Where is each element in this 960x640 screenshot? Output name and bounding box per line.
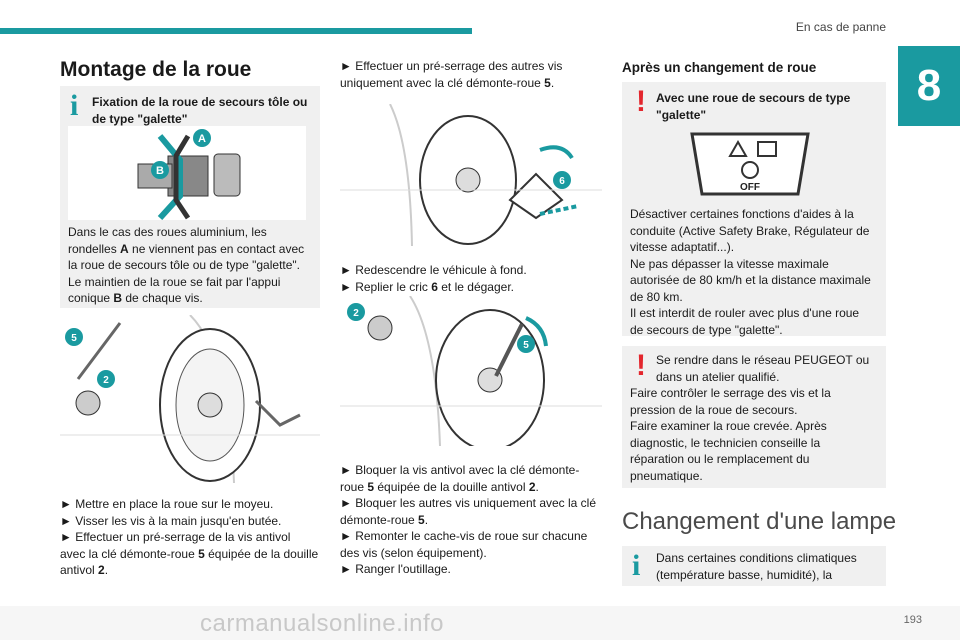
info-box-lampe: i Dans certaines conditions climatiques … [622, 546, 886, 586]
off-label: OFF [740, 182, 760, 193]
watermark-text: carmanualsonline.info [200, 610, 444, 637]
label-b-circle [151, 161, 169, 179]
wheel-mounting-illustration: 5 2 [60, 315, 320, 483]
warning-icon-2: ! [636, 349, 646, 382]
info-box-text: Dans le cas des roues aluminium, les ron… [68, 224, 314, 307]
info-line-2: rondelles A ne viennent pas en contact a… [68, 241, 305, 256]
step-4: avec la clé démonte-roue 5 équipée de la… [60, 546, 319, 561]
warning2-text: Se rendre dans le réseau PEUGEOT ou dans… [630, 353, 870, 483]
chapter-number-tab: 8 [898, 46, 960, 126]
section-title-lampe: Changement d'une lampe [622, 508, 897, 535]
fig-label-6 [553, 171, 571, 189]
col2-end: ► Bloquer la vis antivol avec la clé dém… [340, 463, 597, 576]
jack-lowering-illustration: 6 [340, 104, 602, 246]
step-5: antivol 2. [60, 563, 109, 577]
page-number: 193 [903, 614, 922, 626]
brake-icon [741, 161, 759, 179]
svg-text:6: 6 [559, 176, 565, 187]
section-title-montage: Montage de la roue [60, 58, 252, 81]
header-accent-bar [0, 28, 472, 34]
info-line-5: conique B de chaque vis. [68, 291, 203, 305]
step-2: ► Visser les vis à la main jusqu'en buté… [60, 513, 282, 528]
info-box-fixation: i Fixation de la roue de secours tôle ou… [60, 86, 320, 308]
chapter-header-title: En cas de panne [795, 20, 886, 34]
warning-icon: ! [636, 85, 646, 118]
steps-col1: ► Mettre en place la roue sur le moyeu. … [60, 496, 320, 579]
svg-text:5: 5 [523, 340, 529, 351]
triangle-warning-icon [728, 139, 748, 157]
info-icon: i [70, 89, 79, 122]
col2-mid: ► Redescendre le véhicule à fond. ► Repl… [340, 263, 527, 294]
info-line-1: Dans le cas des roues aluminium, les [68, 225, 267, 239]
label-a-text: A [198, 133, 206, 145]
col2-intro: ► Effectuer un pré-serrage des autres vi… [340, 59, 563, 90]
step-3: ► Effectuer un pré-serrage de la vis ant… [60, 530, 291, 544]
antitheft-bolt-illustration: 2 5 [340, 296, 602, 446]
label-a-circle [193, 129, 211, 147]
fig-label-2b [347, 303, 365, 321]
info2-text: Dans certaines conditions climatiques (t… [656, 551, 857, 582]
info-box-heading: Fixation de la roue de secours tôle ou d… [92, 95, 308, 126]
info-line-4: Le maintien de la roue se fait par l'app… [68, 274, 281, 289]
warning-box-galette: ! Avec une roue de secours de type "gale… [622, 82, 886, 337]
footer-watermark-band [0, 606, 960, 640]
label-b-text: B [156, 165, 164, 177]
warning-text: Désactiver certaines fonctions d'aides à… [630, 207, 871, 337]
dashboard-off-symbol: OFF [688, 130, 812, 198]
info-line-3: la roue de secours tôle ou de type "gale… [68, 258, 301, 272]
warning-heading: Avec une roue de secours de type "galett… [656, 91, 851, 122]
wheel-bolt-illustration: A B [68, 126, 306, 220]
svg-text:2: 2 [103, 375, 109, 386]
info-icon-2: i [632, 549, 641, 582]
svg-text:2: 2 [353, 308, 359, 319]
fig-label-5 [65, 328, 83, 346]
warning-box-reseau: ! Se rendre dans le réseau PEUGEOT ou da… [622, 346, 886, 488]
step-1: ► Mettre en place la roue sur le moyeu. [60, 497, 274, 511]
fig-label-5b [517, 335, 535, 353]
fig-label-2 [97, 370, 115, 388]
section-title-apres: Après un changement de roue [622, 60, 817, 75]
book-icon [757, 141, 777, 157]
svg-text:5: 5 [71, 333, 77, 344]
